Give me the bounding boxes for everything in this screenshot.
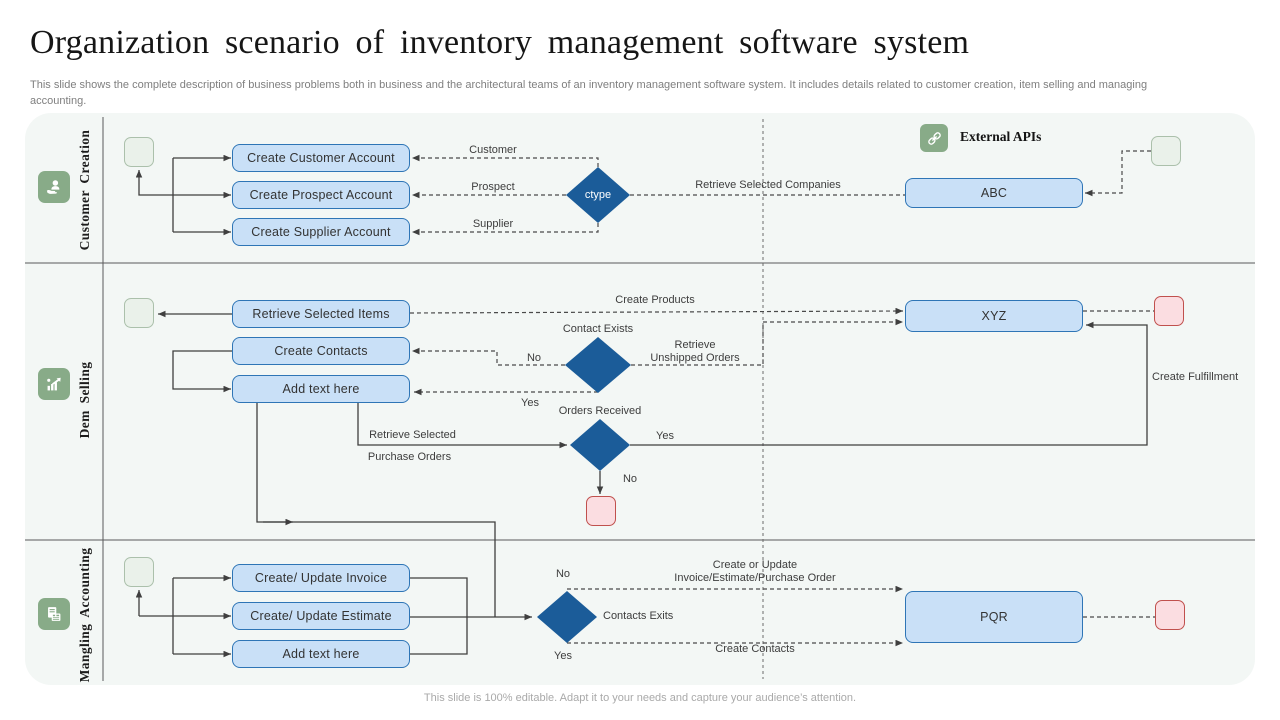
process-abc: ABC [905,178,1083,208]
process-create-update-estimate: Create/ Update Estimate [232,602,410,630]
slide-footer: This slide is 100% editable. Adapt it to… [423,692,857,704]
start-node-customer-creation [124,137,154,167]
retrieve-line1: Retrieve [674,339,716,351]
sales-growth-glyph [47,377,61,391]
edge-label-supplier: Supplier [472,218,514,230]
customer-care-glyph [46,180,60,194]
ctype-diamond-label: ctype [584,189,612,201]
edge-label-retrieve-selected-companies: Retrieve Selected Companies [695,179,841,191]
diagram-canvas: Customer Creation Dem Selling [25,113,1255,685]
accounting-invoice-icon [38,598,70,630]
orders-received-label: Orders Received [558,405,642,417]
lane-divider-lines [25,117,1255,681]
edge-label-create-products: Create Products [615,294,695,306]
process-create-prospect-account: Create Prospect Account [232,181,410,209]
edge-label-create-contacts: Create Contacts [715,643,795,655]
edge-label-yes-orders: Yes [656,430,674,442]
api-link-icon [920,124,948,152]
start-node-external-api [1151,136,1181,166]
create-or-update-line2: Invoice/Estimate/Purchase Order [674,572,836,585]
process-add-text-here-selling: Add text here [232,375,410,403]
contact-exists-label: Contact Exists [562,323,634,335]
lane-label-mangling-accounting: Mangling Accounting [77,547,92,683]
start-node-accounting [124,557,154,587]
process-pqr: PQR [905,591,1083,643]
end-node-no-orders [586,496,616,526]
connector-layer [25,117,1255,681]
create-or-update-line1: Create or Update [712,559,798,571]
contacts-exits-label: Contacts Exits [603,610,674,622]
process-create-contacts: Create Contacts [232,337,410,365]
edge-label-yes-contacts-exits: Yes [554,650,572,662]
lane-label-customer-creation: Customer Creation [77,129,92,251]
solid-connectors [135,154,1148,658]
edge-label-no-contact: No [526,352,542,364]
end-node-fulfillment [1154,296,1184,326]
edge-label-purchase-orders: Purchase Orders [367,451,452,463]
process-create-supplier-account: Create Supplier Account [232,218,410,246]
edge-label-yes-contact: Yes [521,397,539,409]
contact-exists-decision-diamond [565,337,631,393]
start-node-dem-selling [124,298,154,328]
edge-label-retrieve-selected: Retrieve Selected [369,429,456,441]
sales-growth-icon [38,368,70,400]
customer-care-icon [38,171,70,203]
contacts-exits-decision-diamond [537,591,597,643]
chain-link-glyph [927,131,941,145]
accounting-invoice-glyph [48,607,61,621]
orders-received-decision-diamond [570,419,630,471]
external-apis-header: External APIs [960,129,1042,144]
edge-label-customer: Customer [469,144,517,156]
edge-label-create-fulfillment: Create Fulfillment [1152,371,1239,383]
edge-label-no-orders: No [622,473,638,485]
dashed-connectors [409,150,1155,647]
retrieve-line2: Unshipped Orders [650,352,740,365]
end-node-accounting [1155,600,1185,630]
process-create-update-invoice: Create/ Update Invoice [232,564,410,592]
edge-label-prospect: Prospect [471,181,515,193]
ctype-decision-diamond [566,167,630,223]
process-create-customer-account: Create Customer Account [232,144,410,172]
process-add-text-here-accounting: Add text here [232,640,410,668]
process-xyz: XYZ [905,300,1083,332]
lane-label-dem-selling: Dem Selling [77,361,92,439]
edge-label-no-contacts-exits: No [555,568,571,580]
page-title: Organization scenario of inventory manag… [30,24,970,61]
process-retrieve-selected-items: Retrieve Selected Items [232,300,410,328]
slide-subtitle: This slide shows the complete descriptio… [30,79,1148,107]
